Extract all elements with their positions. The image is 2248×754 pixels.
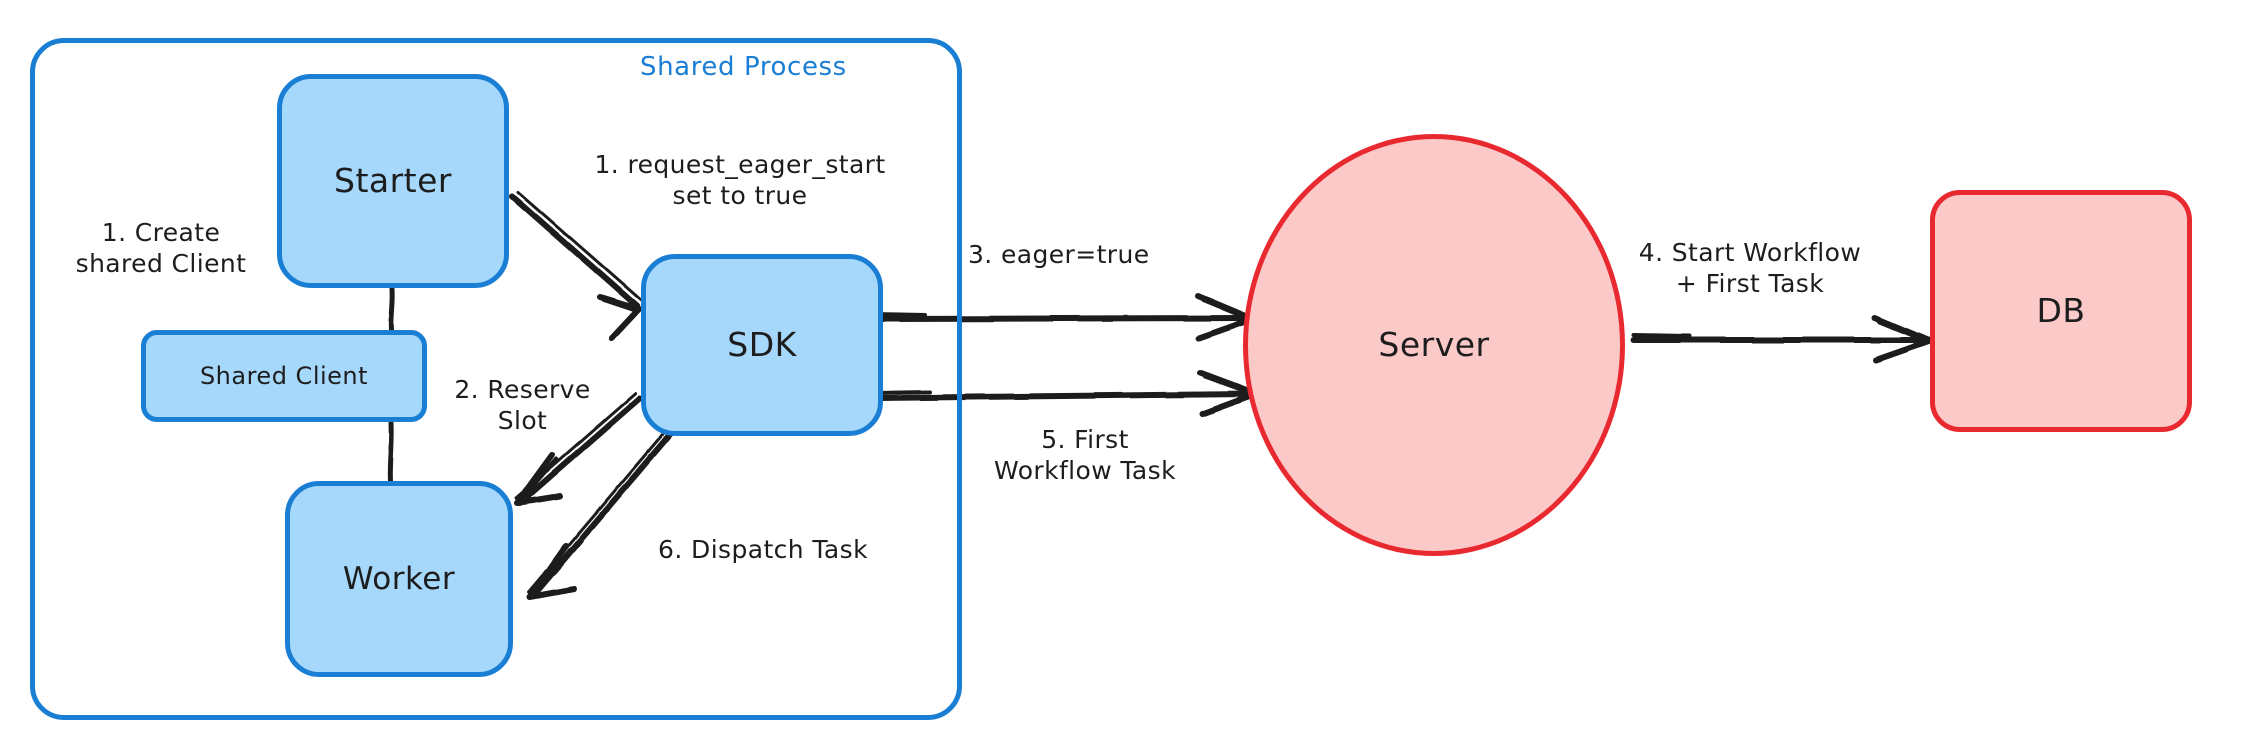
node-server[interactable]: Server [1243, 134, 1625, 556]
node-sdk-label: SDK [727, 324, 797, 364]
node-shared-client[interactable]: Shared Client [141, 330, 427, 422]
node-sdk[interactable]: SDK [641, 254, 883, 436]
edge-label-first-workflow-task: 5. First Workflow Task [994, 425, 1176, 485]
node-db[interactable]: DB [1930, 190, 2192, 432]
shared-process-container [30, 38, 962, 720]
node-shared-client-label: Shared Client [199, 361, 369, 390]
edge-label-eager-true: 3. eager=true [968, 240, 1150, 269]
edge-label-request-eager-start: 1. request_eager_start set to true [594, 150, 886, 210]
node-starter-label: Starter [334, 160, 452, 200]
edge-label-create-shared-client: 1. Create shared Client [75, 218, 247, 278]
shared-process-label: Shared Process [640, 52, 847, 82]
edge-label-dispatch-task: 6. Dispatch Task [658, 535, 868, 564]
node-db-label: DB [2036, 290, 2086, 330]
node-starter[interactable]: Starter [277, 74, 509, 288]
node-worker[interactable]: Worker [285, 481, 513, 677]
edge-start-workflow [1631, 315, 1933, 363]
node-server-label: Server [1378, 324, 1490, 364]
edge-label-start-workflow: 4. Start Workflow + First Task [1638, 238, 1862, 298]
node-worker-label: Worker [342, 560, 456, 597]
edge-label-reserve-slot: 2. Reserve Slot [454, 375, 591, 435]
